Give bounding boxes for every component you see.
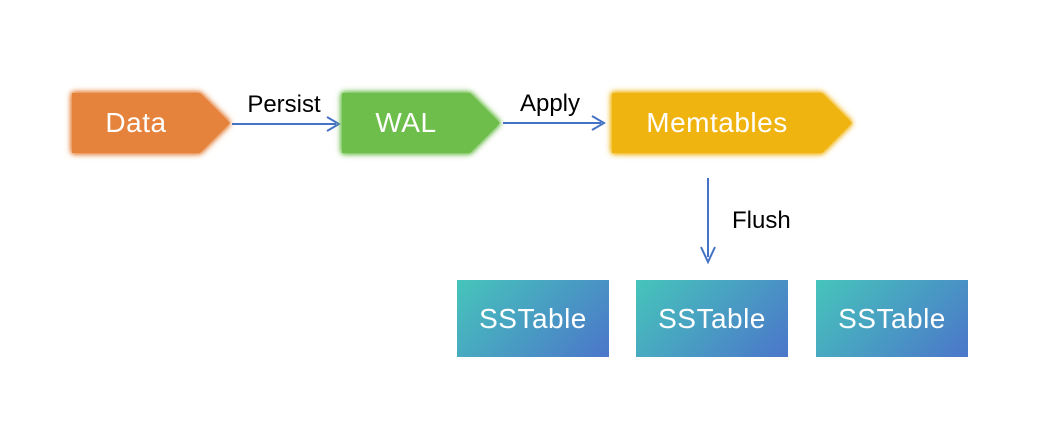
- sstable-1-label: SSTable: [479, 302, 587, 334]
- flush-label: Flush: [732, 207, 791, 234]
- persist-arrowhead-icon: [326, 116, 341, 132]
- persist-label: Persist: [247, 91, 321, 118]
- apply-arrow: [503, 115, 606, 131]
- node-memtables-shape: Memtables: [612, 93, 852, 153]
- node-memtables: Memtables: [612, 93, 852, 153]
- node-wal-shape: WAL: [342, 93, 500, 153]
- node-memtables-label: Memtables: [646, 107, 788, 138]
- apply-label: Apply: [519, 90, 581, 117]
- flush-arrowhead-icon: [700, 246, 716, 265]
- flush-arrow: [700, 178, 716, 265]
- sstable-box-2: SSTable: [636, 280, 788, 357]
- sstable-box-3: SSTable: [816, 280, 968, 357]
- persist-arrow: [232, 116, 341, 132]
- apply-arrowhead-icon: [591, 115, 606, 131]
- node-wal: WAL: [342, 93, 500, 153]
- node-wal-label: WAL: [375, 107, 437, 138]
- sstable-box-1: SSTable: [457, 280, 609, 357]
- node-data-shape: Data: [72, 93, 230, 153]
- node-data-label: Data: [105, 107, 167, 138]
- node-data: Data: [72, 93, 230, 153]
- sstable-2-label: SSTable: [658, 302, 766, 334]
- sstable-3-label: SSTable: [838, 302, 946, 334]
